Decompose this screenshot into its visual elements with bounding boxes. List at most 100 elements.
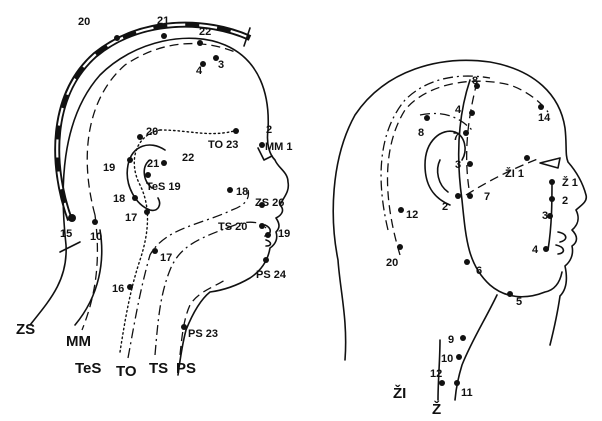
right-dashed-meridian bbox=[386, 80, 549, 256]
label: 17 bbox=[125, 212, 137, 224]
label: 18 bbox=[236, 186, 248, 198]
label: TS 20 bbox=[218, 221, 247, 233]
point bbox=[259, 202, 265, 208]
point bbox=[213, 55, 219, 61]
label: 3 bbox=[455, 159, 461, 171]
meridian-label: PS bbox=[176, 360, 196, 377]
point bbox=[197, 40, 203, 46]
meridian-label: ŽI bbox=[393, 384, 406, 402]
point bbox=[467, 161, 473, 167]
label: 12 bbox=[406, 209, 418, 221]
point bbox=[456, 354, 462, 360]
point bbox=[507, 291, 513, 297]
label: 7 bbox=[484, 191, 490, 203]
point bbox=[161, 33, 167, 39]
meridian-label: ZS bbox=[16, 321, 35, 338]
label: 20 bbox=[78, 16, 90, 28]
point bbox=[469, 110, 475, 116]
point bbox=[259, 142, 265, 148]
label: PS 23 bbox=[188, 328, 218, 340]
label: 10 bbox=[90, 231, 102, 243]
label: 4 bbox=[196, 65, 203, 77]
left-head-outline bbox=[29, 37, 290, 376]
point bbox=[127, 157, 133, 163]
point bbox=[68, 214, 76, 222]
point bbox=[137, 134, 143, 140]
label: 17 bbox=[160, 252, 172, 264]
label: 19 bbox=[278, 228, 290, 240]
point bbox=[181, 324, 187, 330]
meridian-label: TS bbox=[149, 360, 168, 377]
right-ear bbox=[424, 130, 466, 206]
point bbox=[92, 219, 98, 225]
point bbox=[265, 232, 271, 238]
ps-meridian bbox=[179, 279, 226, 356]
label: 8 bbox=[472, 75, 478, 87]
label: 18 bbox=[113, 193, 125, 205]
point bbox=[460, 335, 466, 341]
point bbox=[547, 213, 553, 219]
label: PS 24 bbox=[256, 269, 287, 281]
label: 10 bbox=[441, 353, 453, 365]
point bbox=[200, 61, 206, 67]
point bbox=[259, 223, 265, 229]
point bbox=[474, 83, 480, 89]
label: 14 bbox=[538, 112, 551, 124]
to-meridian bbox=[127, 189, 250, 359]
label: 11 bbox=[461, 387, 473, 399]
right-meridian-labels: ŽI Ž bbox=[393, 384, 441, 418]
ts-meridian bbox=[154, 221, 267, 356]
right-points bbox=[397, 83, 555, 386]
label: Ž 1 bbox=[562, 176, 578, 189]
meridian-label: MM bbox=[66, 333, 91, 350]
label: 19 bbox=[103, 162, 115, 174]
label: 4 bbox=[532, 244, 539, 256]
point bbox=[263, 257, 269, 263]
point bbox=[424, 115, 430, 121]
point bbox=[227, 187, 233, 193]
point bbox=[132, 195, 138, 201]
right-head-profile bbox=[332, 59, 588, 401]
label: 21 bbox=[157, 15, 169, 27]
point bbox=[463, 130, 469, 136]
point bbox=[161, 160, 167, 166]
label: 16 bbox=[112, 283, 124, 295]
label: MM 1 bbox=[265, 141, 293, 153]
label: ZS 26 bbox=[255, 197, 284, 209]
point bbox=[152, 248, 158, 254]
label: 2 bbox=[442, 201, 448, 213]
left-meridian-labels: ZS MM TeS TO TS PS bbox=[16, 321, 196, 380]
label: 7 bbox=[453, 131, 459, 143]
point bbox=[543, 246, 549, 252]
label: 5 bbox=[516, 296, 522, 308]
label: 22 bbox=[182, 152, 194, 164]
point bbox=[114, 35, 120, 41]
tes-meridian bbox=[119, 129, 161, 353]
point bbox=[549, 196, 555, 202]
right-labels: 8 4 14 8 7 3 ŽI 1 Ž 1 2 2 7 12 3 4 20 6 … bbox=[386, 75, 578, 399]
point bbox=[538, 104, 544, 110]
right-head-outline bbox=[332, 59, 588, 361]
point bbox=[127, 284, 133, 290]
label: 12 bbox=[430, 368, 442, 380]
point bbox=[549, 179, 555, 185]
left-labels: 20 21 22 4 3 2 MM 1 TO 23 20 19 21 22 Te… bbox=[60, 15, 293, 340]
label: 15 bbox=[60, 228, 72, 240]
label: ŽI 1 bbox=[505, 167, 524, 180]
point bbox=[439, 380, 445, 386]
point bbox=[467, 193, 473, 199]
label: 8 bbox=[418, 127, 424, 139]
point bbox=[398, 207, 404, 213]
label: 20 bbox=[146, 126, 158, 138]
label: 20 bbox=[386, 257, 398, 269]
point bbox=[464, 259, 470, 265]
left-ear bbox=[126, 144, 166, 212]
point bbox=[454, 380, 460, 386]
label: 4 bbox=[455, 104, 462, 116]
label: 3 bbox=[218, 59, 224, 71]
meridian-label: Ž bbox=[432, 400, 441, 418]
meridian-label: TeS bbox=[75, 360, 101, 377]
left-points bbox=[68, 33, 271, 330]
point bbox=[145, 172, 151, 178]
